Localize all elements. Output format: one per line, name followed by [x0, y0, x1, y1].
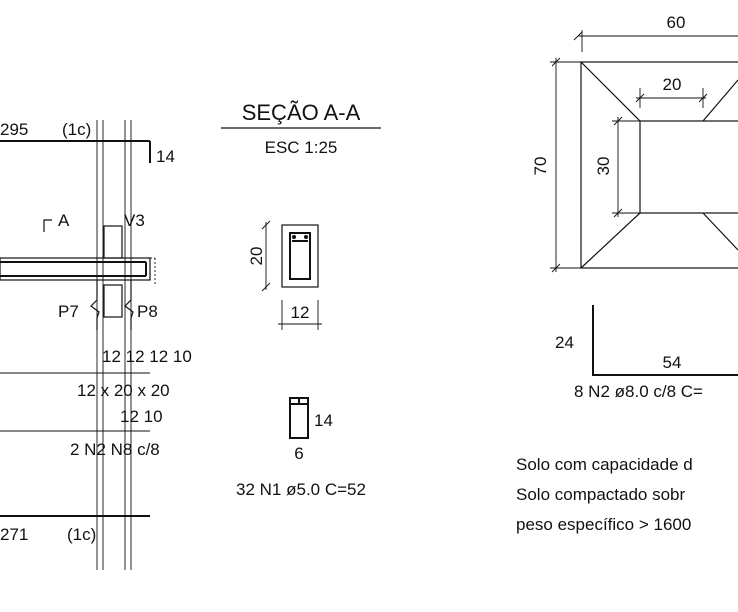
- stirrup-spacing-1: 12 x 20 x 20: [77, 381, 170, 400]
- soil-note-2: Solo compactado sobr: [516, 485, 686, 504]
- inner-height: 30: [594, 157, 613, 176]
- bottom-dim-tag: (1c): [67, 525, 96, 544]
- outer-width: 60: [667, 13, 686, 32]
- footing-bar: 24 54 8 N2 ø8.0 c/8 C=: [555, 305, 738, 401]
- footing-diagonal: [702, 212, 738, 251]
- footing-bar-horizontal: 54: [663, 353, 682, 372]
- top-hook-label: 14: [156, 147, 175, 166]
- dim-tick: [698, 93, 708, 103]
- dim-tick: [261, 282, 271, 292]
- stirrup-dims-1: 12 12 12 10: [102, 347, 192, 366]
- column-v3-label: V3: [124, 211, 145, 230]
- footing-diagonal: [580, 61, 641, 122]
- dim-tick: [573, 31, 583, 41]
- stirrup-dims-2: 12 10: [120, 407, 163, 426]
- dim-tick: [613, 116, 623, 126]
- section-concrete: [281, 224, 319, 288]
- dim-tick: [635, 93, 645, 103]
- footing-plan: 60 20 70 30: [531, 13, 738, 273]
- footing-inner: [639, 120, 738, 214]
- column-v3: [103, 225, 123, 259]
- pillar-p7-break: [90, 280, 100, 330]
- beam-elevation: 295 (1c) 14 A V3 P7 P8 12 12 12 10 12 x …: [0, 120, 192, 570]
- section-mark-bracket: [43, 219, 52, 232]
- section-scale: ESC 1:25: [265, 138, 338, 157]
- section-title: SEÇÃO A-A: [242, 100, 361, 125]
- footing-bar-vertical: 24: [555, 333, 574, 352]
- footing-outer: [580, 61, 738, 269]
- soil-note-1: Solo com capacidade d: [516, 455, 693, 474]
- top-dim-tag: (1c): [62, 120, 91, 139]
- section-width: 12: [291, 303, 310, 322]
- dim-tick: [551, 57, 561, 67]
- section-mark-label: A: [58, 211, 70, 230]
- stirrup-hook-length: 14: [314, 411, 333, 430]
- pillar-p8-label: P8: [137, 302, 158, 321]
- rebar-dot: [304, 235, 308, 239]
- pillar-p8-break: [124, 280, 134, 330]
- inner-width: 20: [663, 75, 682, 94]
- outer-height: 70: [531, 157, 550, 176]
- footing-diagonal: [580, 212, 641, 269]
- footing-diagonal: [702, 79, 738, 122]
- beam-outline: [0, 257, 151, 281]
- dim-tick: [261, 220, 271, 230]
- footing-bar-spec: 8 N2 ø8.0 c/8 C=: [574, 382, 703, 401]
- stirrup-spec-label: 32 N1 ø5.0 C=52: [236, 480, 366, 499]
- dim-tick: [551, 263, 561, 273]
- stirrup-width: 6: [294, 444, 303, 463]
- rebar-dot: [292, 235, 296, 239]
- bottom-dim-value: 271: [0, 525, 28, 544]
- pillar-inner: [103, 284, 123, 318]
- section-stirrup: [289, 232, 311, 280]
- stirrup-spec: 2 N2 N8 c/8: [70, 440, 160, 459]
- top-dim-value: 295: [0, 120, 28, 139]
- footing-bar-shape: [592, 305, 738, 376]
- section-aa: SEÇÃO A-A ESC 1:25 20 12 14 6 32 N1 ø5.0…: [221, 100, 381, 499]
- dim-tick: [613, 208, 623, 218]
- soil-note-3: peso específico > 1600: [516, 515, 692, 534]
- pillar-p7-label: P7: [58, 302, 79, 321]
- section-height: 20: [247, 247, 266, 266]
